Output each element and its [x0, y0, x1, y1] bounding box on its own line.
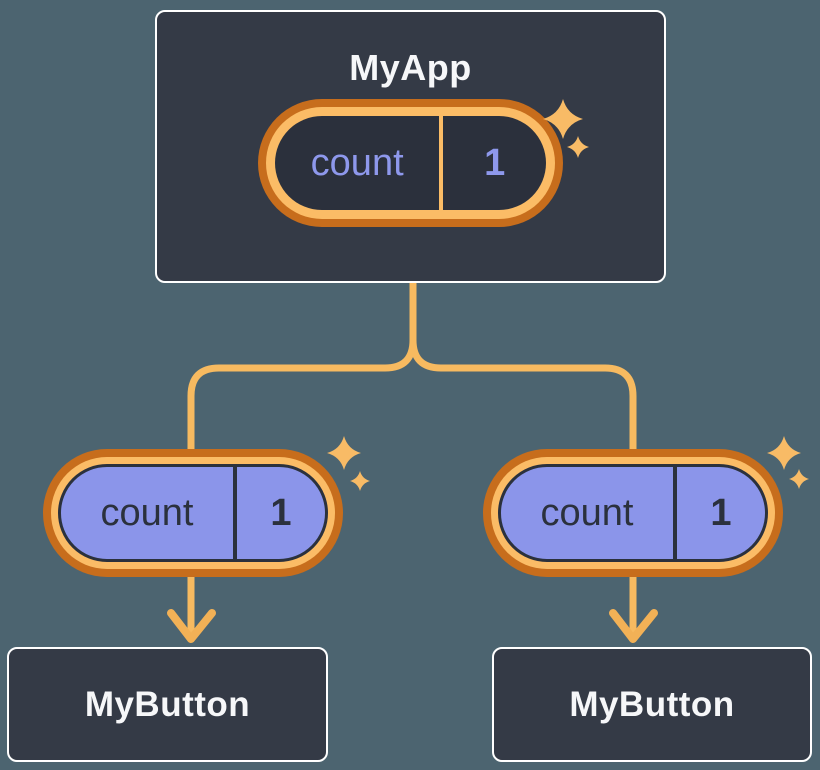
prop-pill-left: count 1: [43, 449, 343, 577]
prop-pill-body: count 1: [498, 464, 768, 562]
sparkle-icon: [789, 469, 809, 489]
component-node-child-right: MyButton: [492, 647, 812, 762]
component-node-root: MyApp count 1: [155, 10, 666, 283]
state-name: count: [310, 142, 404, 184]
prop-pill-right: count 1: [483, 449, 783, 577]
state-pill-ring: count 1: [266, 107, 555, 219]
prop-pill-ring: count 1: [51, 457, 335, 569]
component-title: MyButton: [84, 685, 251, 724]
arrow-down-icon: [167, 609, 216, 643]
component-title: MyButton: [569, 685, 735, 724]
sparkle-icon: [767, 436, 801, 470]
pill-divider: [439, 116, 444, 210]
arrow-down-icon: [609, 609, 658, 643]
component-node-child-left: MyButton: [7, 647, 328, 762]
prop-name: count: [540, 492, 634, 534]
prop-pill-body: count 1: [58, 464, 328, 562]
state-value: 1: [484, 142, 506, 184]
pill-divider: [672, 467, 677, 559]
state-pill-body: count 1: [275, 116, 546, 210]
prop-pill-ring: count 1: [491, 457, 775, 569]
prop-value: 1: [710, 492, 732, 534]
sparkle-icon: [350, 471, 370, 491]
component-title: MyApp: [349, 47, 472, 88]
sparkle-icon: [327, 436, 361, 470]
state-pill: count 1: [258, 99, 563, 227]
prop-value: 1: [270, 492, 292, 534]
prop-name: count: [100, 492, 194, 534]
